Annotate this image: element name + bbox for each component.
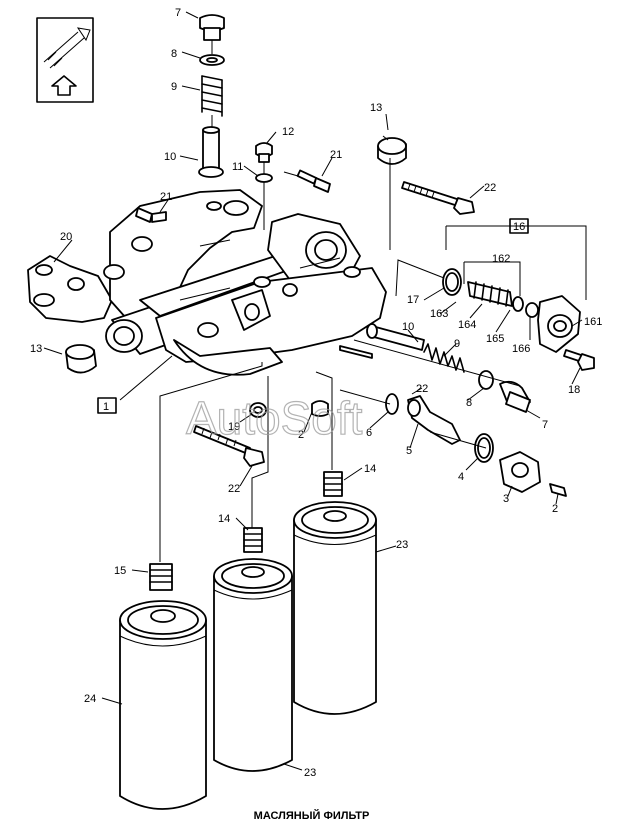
bottom-fasteners xyxy=(193,400,329,467)
bypass-valve-parts xyxy=(339,323,531,413)
callout-6: 6 xyxy=(366,427,372,439)
plug-12-washer-11 xyxy=(255,142,273,230)
callout-17: 17 xyxy=(407,294,419,306)
callout-1: 1 xyxy=(103,401,109,413)
callout-5: 5 xyxy=(406,445,412,457)
oil-filter-23-middle xyxy=(213,558,293,772)
callout-18: 18 xyxy=(568,384,580,396)
callout-14-right: 14 xyxy=(364,463,376,475)
callout-9-lower: 9 xyxy=(454,338,460,350)
callout-22-right: 22 xyxy=(416,383,428,395)
oil-filter-23-right xyxy=(293,501,377,715)
callout-163: 163 xyxy=(430,308,448,320)
callout-10-lower: 10 xyxy=(402,321,414,333)
callout-7-top: 7 xyxy=(175,7,181,19)
callout-164: 164 xyxy=(458,319,476,331)
callout-166: 166 xyxy=(512,343,530,355)
callout-13-top: 13 xyxy=(370,102,382,114)
callout-16: 16 xyxy=(513,221,525,233)
regulator-group-16 xyxy=(442,225,587,353)
callout-15: 15 xyxy=(114,565,126,577)
callout-21-left: 21 xyxy=(160,191,172,203)
callout-8-top: 8 xyxy=(171,48,177,60)
callout-162: 162 xyxy=(492,253,510,265)
oil-filter-24 xyxy=(119,600,207,810)
callout-box-1 xyxy=(97,397,117,414)
callout-22-bottom: 22 xyxy=(228,483,240,495)
callout-12: 12 xyxy=(282,126,294,138)
cap-13-left xyxy=(65,344,97,374)
callout-10-top: 10 xyxy=(164,151,176,163)
assembly-lines xyxy=(159,259,521,562)
callout-20: 20 xyxy=(60,231,72,243)
bolt-22-top xyxy=(401,181,475,215)
filter-springs xyxy=(149,471,343,591)
front-direction-arrow-icon xyxy=(36,17,94,103)
callout-21-top: 21 xyxy=(330,149,342,161)
callout-2-center: 2 xyxy=(298,429,304,441)
leader-lines xyxy=(43,11,583,771)
callout-19: 19 xyxy=(228,421,240,433)
callout-3: 3 xyxy=(503,493,509,505)
cap-13-top xyxy=(377,135,407,250)
bolt-21-top xyxy=(283,169,331,193)
callout-23-middle: 23 xyxy=(304,767,316,779)
drive-parts xyxy=(385,393,567,497)
callout-labels: 7 8 9 10 12 11 21 13 22 21 16 20 162 17 … xyxy=(30,7,602,779)
callout-8-lower: 8 xyxy=(466,397,472,409)
callout-box-16 xyxy=(509,218,529,234)
callout-7-lower: 7 xyxy=(542,419,548,431)
callout-11: 11 xyxy=(232,161,243,173)
watermark: AutoSoft xyxy=(186,392,363,444)
callout-161: 161 xyxy=(584,316,602,328)
callout-24: 24 xyxy=(84,693,96,705)
diagram-caption: МАСЛЯНЫЙ ФИЛЬТР xyxy=(253,810,370,822)
callout-165: 165 xyxy=(486,333,504,345)
callout-2-right: 2 xyxy=(552,503,558,515)
callout-22-top: 22 xyxy=(484,182,496,194)
callout-13-left: 13 xyxy=(30,343,42,355)
callout-23-right: 23 xyxy=(396,539,408,551)
bolt-21-left xyxy=(135,207,167,223)
callout-9-top: 9 xyxy=(171,81,177,93)
callout-14-middle: 14 xyxy=(218,513,230,525)
top-plug-stack xyxy=(198,14,225,178)
bolt-18 xyxy=(563,349,595,371)
callout-4: 4 xyxy=(458,471,464,483)
